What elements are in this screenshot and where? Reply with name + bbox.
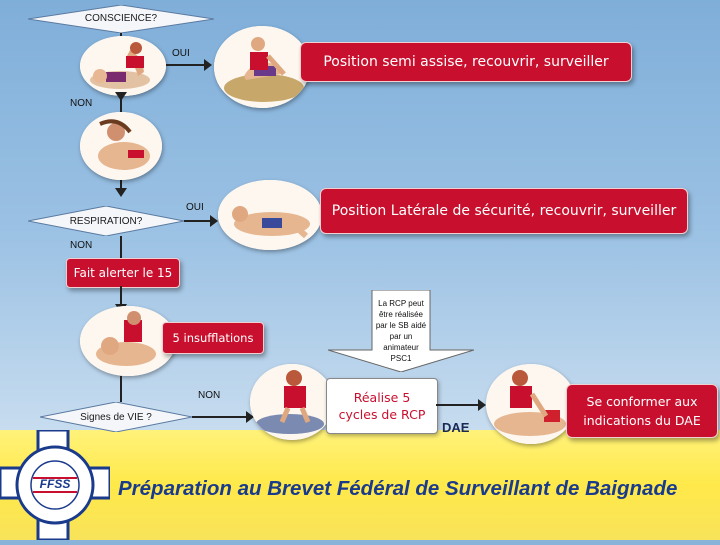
- conformer-text: Se conformer aux indications du DAE: [583, 394, 701, 428]
- photo-insufflations: [80, 306, 176, 376]
- conscience-label: CONSCIENCE?: [84, 13, 158, 24]
- arrow-right-icon: [210, 215, 218, 227]
- flow-line: [120, 33, 122, 188]
- arrow-right-icon: [478, 399, 486, 411]
- photo-pls: [218, 180, 322, 250]
- non-label-3: NON: [198, 390, 221, 401]
- signs-of-life-decision: Signes de VIE ?: [40, 402, 192, 432]
- arrow-down-icon: [115, 92, 127, 101]
- footer-title: Préparation au Brevet Fédéral de Surveil…: [118, 477, 678, 500]
- flow-line: [120, 286, 122, 312]
- footer-band: [0, 430, 720, 540]
- flow-line: [166, 64, 206, 66]
- pls-text: Position Latérale de sécurité, recouvrir…: [331, 203, 677, 219]
- non-label-1: NON: [70, 98, 93, 109]
- photo-conscience-check: [80, 36, 166, 96]
- signs-label: Signes de VIE ?: [80, 412, 152, 423]
- rcp-note-arrow: [327, 289, 475, 373]
- non-label-2: NON: [70, 240, 93, 251]
- arrow-right-icon: [246, 411, 254, 423]
- dae-label: DAE: [442, 420, 470, 435]
- arrow-down-icon: [115, 188, 127, 197]
- action-box-conformer: Se conformer aux indications du DAE: [566, 384, 718, 438]
- action-box-cycles-rcp: Réalise 5 cycles de RCP: [326, 378, 438, 434]
- photo-airway-check: [80, 112, 162, 180]
- photo-dae: [486, 364, 576, 444]
- photo-cpr: [250, 364, 334, 440]
- action-box-insufflations: 5 insufflations: [162, 322, 264, 354]
- arrow-right-icon: [204, 59, 212, 71]
- flow-line: [436, 404, 480, 406]
- flow-line: [184, 220, 212, 222]
- action-box-pls: Position Latérale de sécurité, recouvrir…: [320, 188, 688, 234]
- respiration-decision: RESPIRATION?: [28, 206, 184, 236]
- flow-line: [120, 236, 122, 264]
- respiration-label: RESPIRATION?: [69, 216, 143, 227]
- oui-label-1: OUI: [172, 48, 190, 59]
- conscience-decision: CONSCIENCE?: [28, 5, 214, 33]
- flow-line: [192, 416, 248, 418]
- ffss-logo-monogram: FFSS: [39, 477, 71, 491]
- action-box-semi-assise: Position semi assise, recouvrir, surveil…: [300, 42, 632, 82]
- insufflations-text: 5 insufflations: [172, 331, 254, 345]
- alert-text: Fait alerter le 15: [73, 266, 173, 280]
- ffss-logo: FFSS: [0, 428, 112, 542]
- semi-assise-text: Position semi assise, recouvrir, surveil…: [323, 54, 609, 70]
- action-box-alert: Fait alerter le 15: [66, 258, 180, 288]
- cycles-rcp-text: Réalise 5 cycles de RCP: [338, 390, 426, 422]
- oui-label-2: OUI: [186, 202, 204, 213]
- photo-semi-assise: [214, 26, 310, 108]
- flow-line: [120, 376, 122, 402]
- rcp-note-text: La RCP peut être réalisée par le SB aidé…: [375, 299, 427, 363]
